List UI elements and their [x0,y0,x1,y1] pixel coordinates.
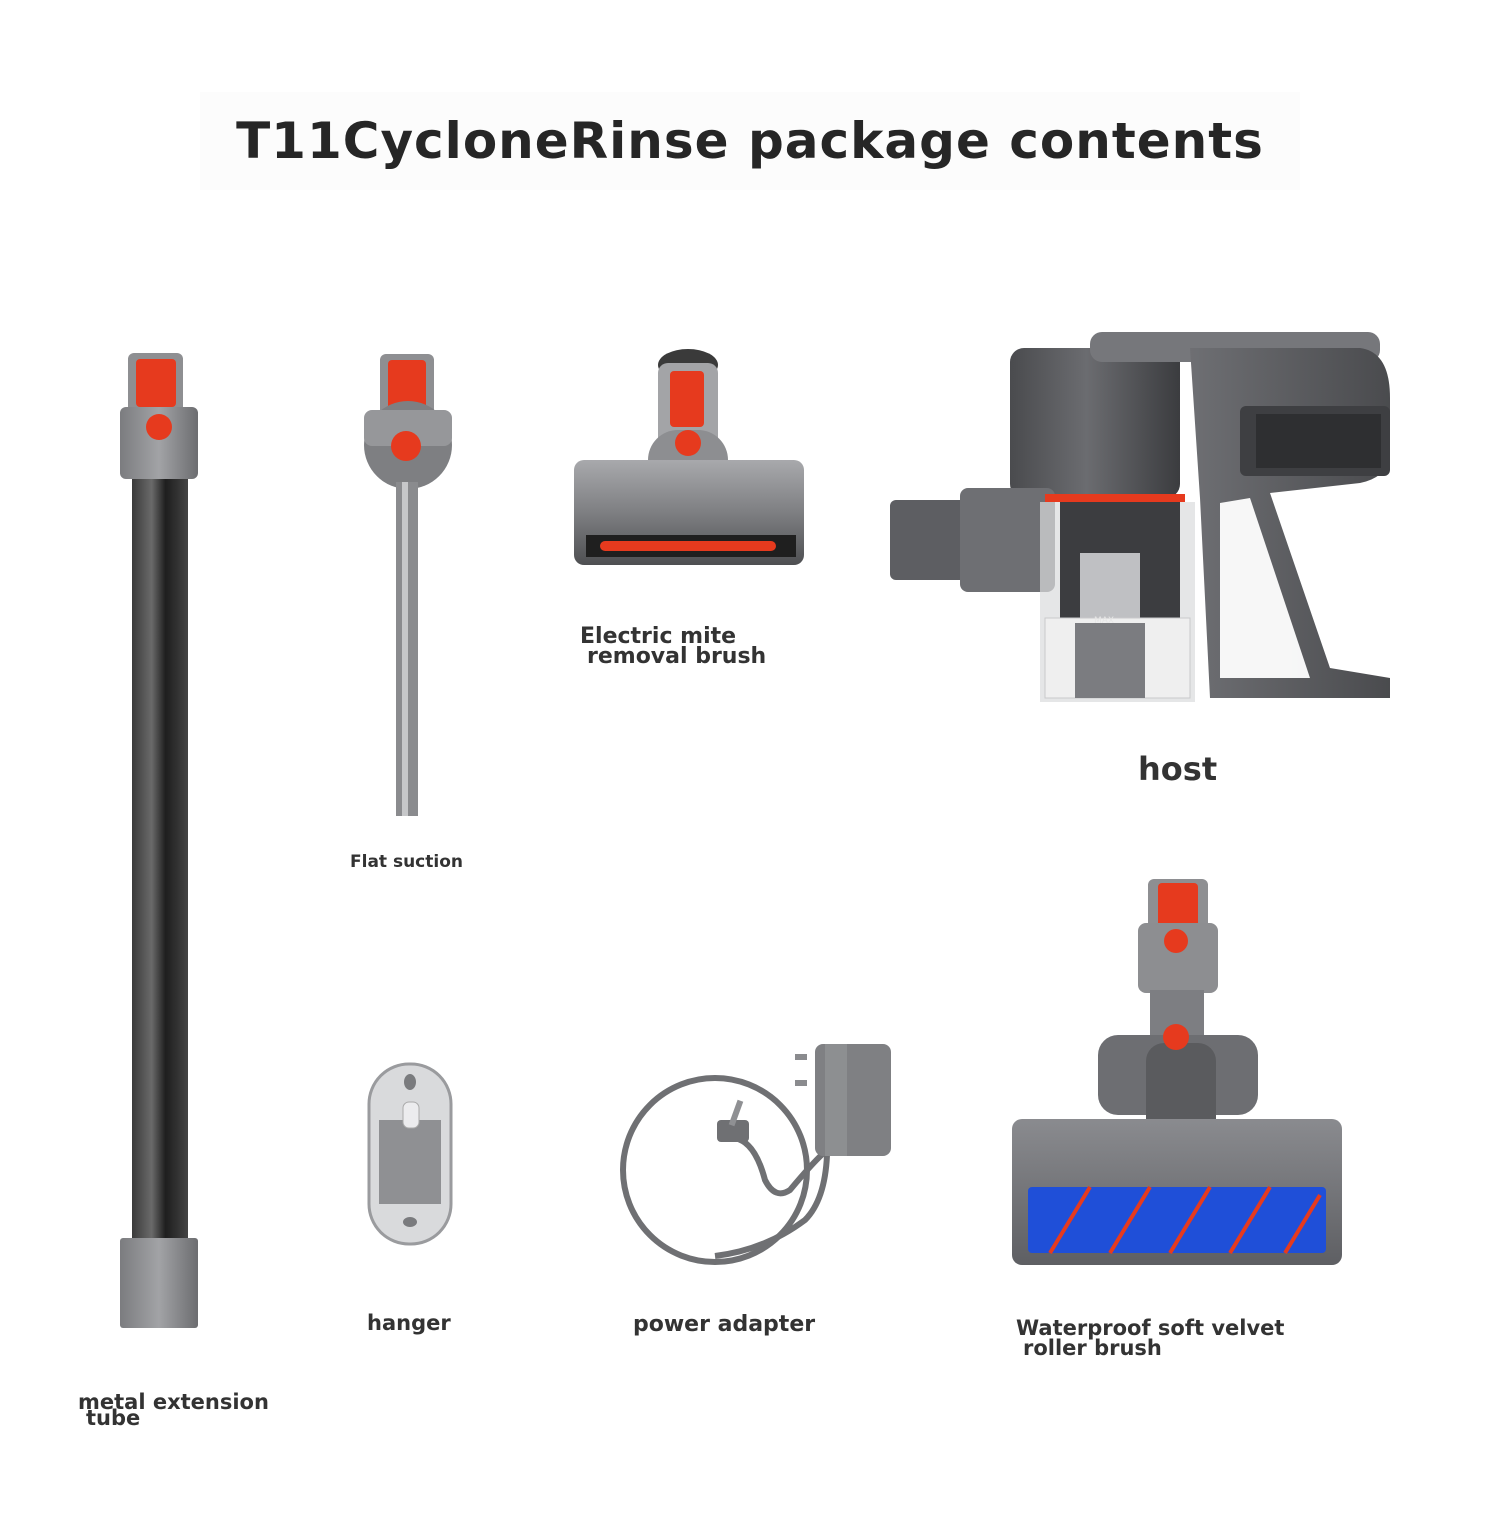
power-adapter-image [615,1040,895,1270]
host-label: host [1138,750,1218,788]
roller-brush-image [1010,875,1345,1270]
max-mark-text: MAX [1094,616,1114,626]
flat-suction-label: Flat suction [350,852,463,872]
power-adapter-label: power adapter [633,1312,816,1337]
host-image: MAX [890,328,1400,713]
page-title: T11CycloneRinse package contents [200,92,1300,190]
electric-mite-removal-brush-label: Electric mite removal brush [580,624,767,669]
flat-suction-image [360,350,460,820]
hanger-label: hanger [367,1311,451,1335]
metal-extension-tube-image [110,345,210,1340]
roller-brush-label: Waterproof soft velvet roller brush [1016,1316,1285,1360]
electric-mite-removal-brush-image [570,345,810,570]
metal-extension-tube-label: metal extension tube [78,1390,269,1430]
hanger-image [365,1060,455,1250]
